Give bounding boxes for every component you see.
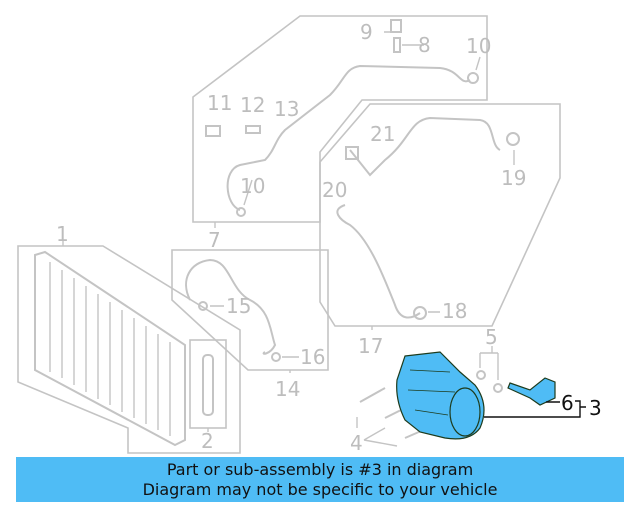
callout-19: 19 — [501, 166, 526, 190]
switch-11 — [205, 125, 221, 137]
callout-17: 17 — [358, 334, 383, 358]
callout-5: 5 — [485, 325, 498, 349]
callout-18: 18 — [442, 299, 467, 323]
washer-5b — [493, 383, 503, 393]
panel-7 — [192, 15, 488, 223]
callout-2: 2 — [201, 429, 214, 453]
o-ring-15 — [198, 301, 208, 311]
washer-5a — [476, 370, 486, 380]
banner-line-2: Diagram may not be specific to your vehi… — [142, 480, 498, 499]
callout-16: 16 — [300, 345, 325, 369]
drier-2 — [202, 354, 214, 416]
info-banner: Part or sub-assembly is #3 in diagram Di… — [16, 457, 624, 502]
callout-12: 12 — [240, 93, 265, 117]
pressure-sensor-6[interactable] — [507, 377, 556, 406]
hose-top — [226, 64, 471, 211]
callout-21: 21 — [370, 122, 395, 146]
o-ring-16 — [271, 352, 281, 362]
o-ring-18 — [413, 306, 427, 320]
callout-20: 20 — [322, 178, 347, 202]
callout-10: 10 — [466, 34, 491, 58]
callout-11: 11 — [207, 91, 232, 115]
callout-14: 14 — [275, 377, 300, 401]
bolt-4a — [359, 387, 386, 403]
leader-3 — [484, 400, 586, 418]
panel-14 — [171, 249, 329, 371]
valve-12 — [245, 125, 261, 134]
o-ring-10 — [467, 72, 479, 84]
condenser — [34, 250, 186, 447]
o-ring-19 — [506, 132, 520, 146]
hose-14 — [185, 258, 277, 355]
callout-15: 15 — [226, 294, 251, 318]
valve-8 — [393, 37, 401, 53]
callout-10b: 10 — [240, 174, 265, 198]
o-ring-10b — [236, 207, 246, 217]
compressor-3[interactable] — [396, 351, 485, 440]
hose-17 — [336, 116, 501, 319]
panel-17 — [319, 103, 561, 327]
panel-1 — [17, 245, 241, 454]
cap-9 — [390, 19, 402, 33]
callout-1: 1 — [56, 222, 69, 246]
cap-21 — [345, 146, 359, 160]
callout-13: 13 — [274, 97, 299, 121]
banner-line-1: Part or sub-assembly is #3 in diagram — [166, 460, 474, 479]
callout-9: 9 — [360, 20, 373, 44]
callout-4: 4 — [350, 431, 363, 455]
callout-3: 3 — [589, 396, 602, 420]
callout-6: 6 — [561, 391, 574, 415]
callout-7: 7 — [208, 228, 221, 252]
callout-8: 8 — [418, 33, 431, 57]
